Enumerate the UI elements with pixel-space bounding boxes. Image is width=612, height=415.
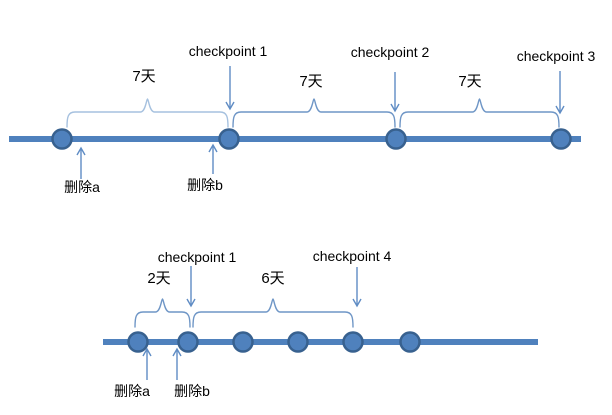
interval-brace (134, 298, 191, 328)
checkpoint-down-arrow-head-icon (390, 103, 400, 113)
top-timeline (9, 66, 581, 179)
checkpoint-down-arrow-head-icon (555, 105, 565, 115)
interval-brace (66, 98, 229, 128)
event-dot (287, 331, 309, 353)
event-dot (127, 331, 149, 353)
deletion-up-arrow-head-icon (142, 347, 152, 357)
checkpoint-down-arrow-head-icon (352, 298, 362, 308)
bottom-timeline (103, 266, 538, 380)
checkpoint-down-arrow-head-icon (186, 298, 196, 308)
event-dot (342, 331, 364, 353)
event-dot (232, 331, 254, 353)
interval-brace (192, 298, 354, 328)
event-dot (177, 331, 199, 353)
interval-brace (232, 98, 396, 128)
interval-brace (399, 98, 560, 128)
event-dot (51, 128, 73, 150)
deletion-up-arrow-head-icon (172, 347, 182, 357)
event-dot (218, 128, 240, 150)
event-dot (385, 128, 407, 150)
deletion-up-arrow-head-icon (76, 146, 86, 156)
event-dot (399, 331, 421, 353)
event-dot (550, 128, 572, 150)
checkpoint-down-arrow-head-icon (225, 101, 235, 111)
deletion-up-arrow-head-icon (208, 143, 218, 153)
